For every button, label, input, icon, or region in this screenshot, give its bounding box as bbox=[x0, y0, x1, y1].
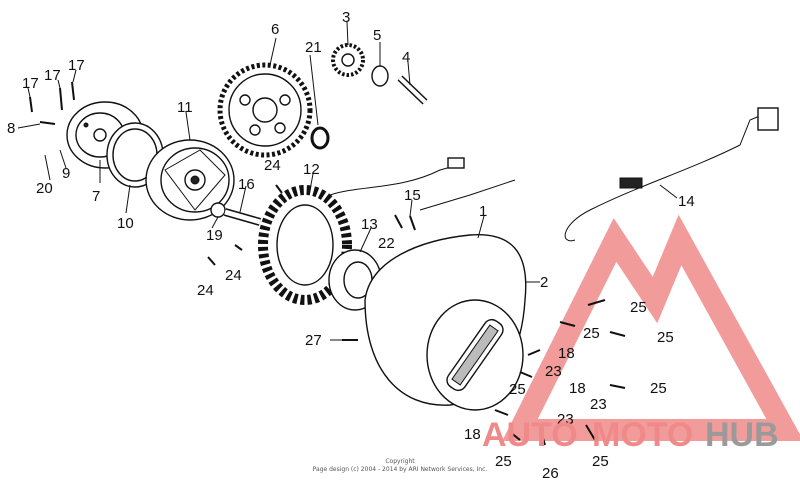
generator-cover-part bbox=[364, 179, 527, 411]
watermark-word-b: MOTO bbox=[592, 416, 693, 454]
callout-label: 27 bbox=[305, 332, 322, 349]
callout-label: 9 bbox=[62, 165, 70, 182]
callout-label: 19 bbox=[206, 227, 223, 244]
callout-label: 18 bbox=[558, 345, 575, 362]
callout-label: 25 bbox=[650, 380, 667, 397]
starter-sprocket-part bbox=[217, 62, 313, 158]
callout-labels: 17 17 17 8 20 9 7 10 11 6 21 3 5 4 16 19… bbox=[7, 9, 695, 482]
callout-label: 16 bbox=[238, 176, 255, 193]
callout-label: 13 bbox=[361, 216, 378, 233]
callout-label: 5 bbox=[373, 27, 381, 44]
callout-label: 24 bbox=[197, 282, 214, 299]
callout-label: 22 bbox=[378, 235, 395, 252]
copyright-line-2: Page design (c) 2004 - 2014 by ARI Netwo… bbox=[313, 466, 488, 473]
wire-harness-part bbox=[564, 107, 779, 242]
callout-label: 25 bbox=[495, 453, 512, 470]
callout-label: 1 bbox=[479, 203, 487, 220]
callout-label: 20 bbox=[36, 180, 53, 197]
callout-label: 17 bbox=[22, 75, 39, 92]
callout-label: 8 bbox=[7, 120, 15, 137]
callout-label: 12 bbox=[303, 161, 320, 178]
shaft-part bbox=[397, 75, 428, 105]
callout-label: 2 bbox=[540, 274, 548, 291]
callout-label: 23 bbox=[545, 363, 562, 380]
callout-label: 17 bbox=[68, 57, 85, 74]
callout-label: 7 bbox=[92, 188, 100, 205]
callout-label: 18 bbox=[464, 426, 481, 443]
small-bolts bbox=[29, 81, 626, 446]
callout-label: 15 bbox=[404, 187, 421, 204]
flywheel-part bbox=[145, 139, 235, 221]
leader-lines bbox=[17, 21, 678, 341]
callout-label: 25 bbox=[630, 299, 647, 316]
callout-label: 18 bbox=[569, 380, 586, 397]
callout-label: 23 bbox=[557, 411, 574, 428]
callout-label: 10 bbox=[117, 215, 134, 232]
callout-label: 25 bbox=[583, 325, 600, 342]
callout-label: 11 bbox=[177, 99, 193, 116]
callout-label: 26 bbox=[542, 465, 559, 482]
callout-label: 25 bbox=[509, 381, 526, 398]
callout-label: 17 bbox=[44, 67, 61, 84]
callout-label: 25 bbox=[592, 453, 609, 470]
callout-label: 3 bbox=[342, 9, 350, 26]
watermark-word-c: HUB bbox=[705, 416, 779, 454]
callout-label: 6 bbox=[271, 21, 279, 38]
rotor-bolt-part bbox=[210, 202, 262, 226]
callout-label: 14 bbox=[678, 193, 695, 210]
copyright-line-1: Copyright bbox=[385, 458, 415, 465]
bearing-part bbox=[310, 126, 330, 150]
idle-gear-part bbox=[331, 43, 365, 77]
callout-label: 4 bbox=[402, 49, 410, 66]
stator-part bbox=[258, 157, 465, 305]
callout-label: 21 bbox=[305, 39, 322, 56]
callout-label: 24 bbox=[225, 267, 242, 284]
watermark-text: AUTO MOTO HUB bbox=[482, 416, 779, 454]
callout-label: 24 bbox=[264, 157, 281, 174]
callout-label: 25 bbox=[657, 329, 674, 346]
washer-part bbox=[371, 65, 389, 87]
watermark-logo bbox=[502, 214, 800, 441]
callout-label: 23 bbox=[590, 396, 607, 413]
watermark-word-a: AUTO bbox=[482, 416, 578, 454]
